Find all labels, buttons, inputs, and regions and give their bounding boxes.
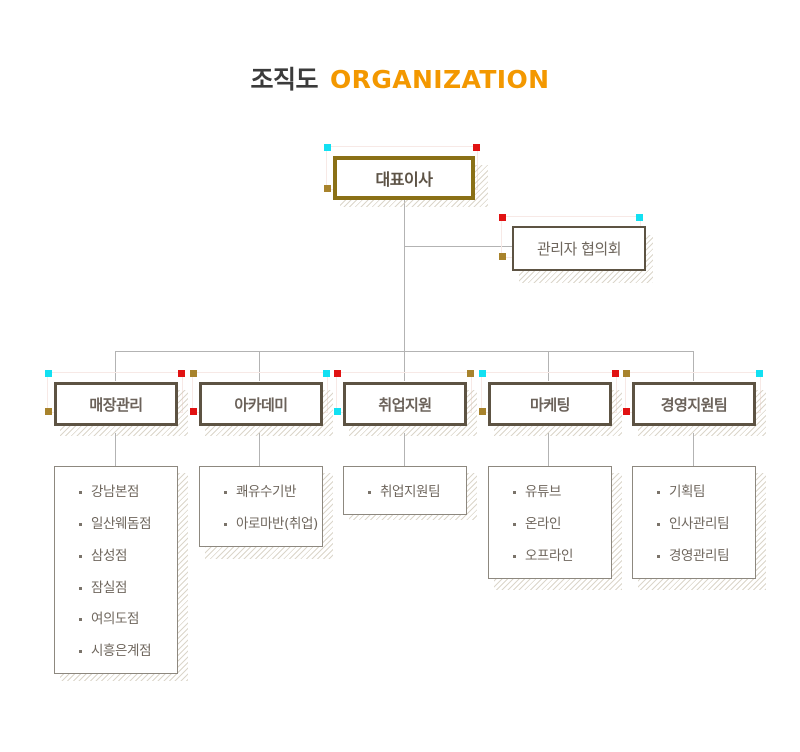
list-item: 시흥은계점	[79, 644, 177, 659]
dept-5-marker-bottom-left-icon	[623, 408, 630, 415]
ceo-marker-bottom-left-icon	[324, 185, 331, 192]
dept-1-marker-top-left-icon	[45, 370, 52, 377]
list-item: 기획팀	[657, 485, 755, 500]
connector-drop-dept-1	[115, 351, 116, 381]
list-item: 유튜브	[513, 485, 611, 500]
list-item: 쾌유수기반	[224, 485, 322, 500]
node-dept-academy[interactable]: 아카데미	[199, 382, 323, 426]
ceo-marker-top-right-icon	[473, 144, 480, 151]
node-dept-employment-support[interactable]: 취업지원	[343, 382, 467, 426]
children-employment-support[interactable]: 취업지원팀	[343, 466, 467, 515]
dept-4-marker-top-left-icon	[479, 370, 486, 377]
connector-dept-3-to-children	[404, 433, 405, 466]
node-manager-council[interactable]: 관리자 협의회	[512, 226, 646, 271]
connector-ceo-down	[404, 200, 405, 352]
connector-dept-5-to-children	[693, 433, 694, 466]
node-ceo[interactable]: 대표이사	[333, 156, 475, 200]
ceo-marker-top-left-icon	[324, 144, 331, 151]
children-store-management[interactable]: 강남본점 일산웨돔점 삼성점 잠실점 여의도점 시흥은계점	[54, 466, 178, 675]
list-item: 인사관리팀	[657, 516, 755, 532]
list-item: 강남본점	[79, 485, 177, 500]
dept-3-marker-top-left-icon	[334, 370, 341, 377]
children-marketing[interactable]: 유튜브 온라인 오프라인	[488, 466, 612, 579]
connector-drop-dept-5	[693, 351, 694, 381]
connector-drop-dept-4	[548, 351, 549, 381]
connector-dept-1-to-children	[115, 433, 116, 466]
connector-dept-2-to-children	[259, 433, 260, 466]
council-marker-bottom-left-icon	[499, 253, 506, 260]
list-item: 취업지원팀	[368, 485, 466, 500]
connector-ceo-to-council	[404, 246, 512, 247]
connector-dept-4-to-children	[548, 433, 549, 466]
list-item: 경영관리팀	[657, 548, 755, 564]
node-dept-academy-label: 아카데미	[234, 395, 288, 414]
dept-3-marker-bottom-left-icon	[334, 408, 341, 415]
node-dept-marketing[interactable]: 마케팅	[488, 382, 612, 426]
node-dept-marketing-label: 마케팅	[530, 395, 570, 414]
list-item: 잠실점	[79, 580, 177, 596]
children-management-support[interactable]: 기획팀 인사관리팀 경영관리팀	[632, 466, 756, 579]
dept-5-marker-top-left-icon	[623, 370, 630, 377]
dept-4-marker-bottom-left-icon	[479, 408, 486, 415]
dept-1-marker-top-right-icon	[178, 370, 185, 377]
node-dept-management-support[interactable]: 경영지원팀	[632, 382, 756, 426]
list-item: 삼성점	[79, 548, 177, 564]
connector-drop-dept-2	[259, 351, 260, 381]
dept-4-marker-top-right-icon	[612, 370, 619, 377]
list-item: 오프라인	[513, 548, 611, 564]
list-item: 온라인	[513, 516, 611, 532]
dept-2-marker-bottom-left-icon	[190, 408, 197, 415]
list-item: 일산웨돔점	[79, 516, 177, 532]
dept-2-marker-top-right-icon	[323, 370, 330, 377]
dept-2-marker-top-left-icon	[190, 370, 197, 377]
dept-1-marker-bottom-left-icon	[45, 408, 52, 415]
node-dept-store-management[interactable]: 매장관리	[54, 382, 178, 426]
list-item: 아로마반(취업)	[224, 516, 322, 532]
node-dept-management-support-label: 경영지원팀	[660, 395, 728, 414]
list-item: 여의도점	[79, 612, 177, 627]
page-title-english: ORGANIZATION	[330, 65, 550, 94]
dept-3-marker-top-right-icon	[467, 370, 474, 377]
node-dept-store-management-label: 매장관리	[89, 395, 143, 414]
page-title-korean: 조직도	[250, 65, 319, 94]
council-marker-top-right-icon	[636, 214, 643, 221]
node-ceo-label: 대표이사	[375, 170, 433, 189]
node-dept-employment-support-label: 취업지원	[378, 395, 432, 414]
page-title: 조직도 ORGANIZATION	[0, 60, 800, 96]
connector-drop-dept-3	[404, 351, 405, 381]
children-academy[interactable]: 쾌유수기반 아로마반(취업)	[199, 466, 323, 547]
council-marker-top-left-icon	[499, 214, 506, 221]
dept-5-marker-top-right-icon	[756, 370, 763, 377]
node-manager-council-label: 관리자 협의회	[536, 240, 622, 258]
